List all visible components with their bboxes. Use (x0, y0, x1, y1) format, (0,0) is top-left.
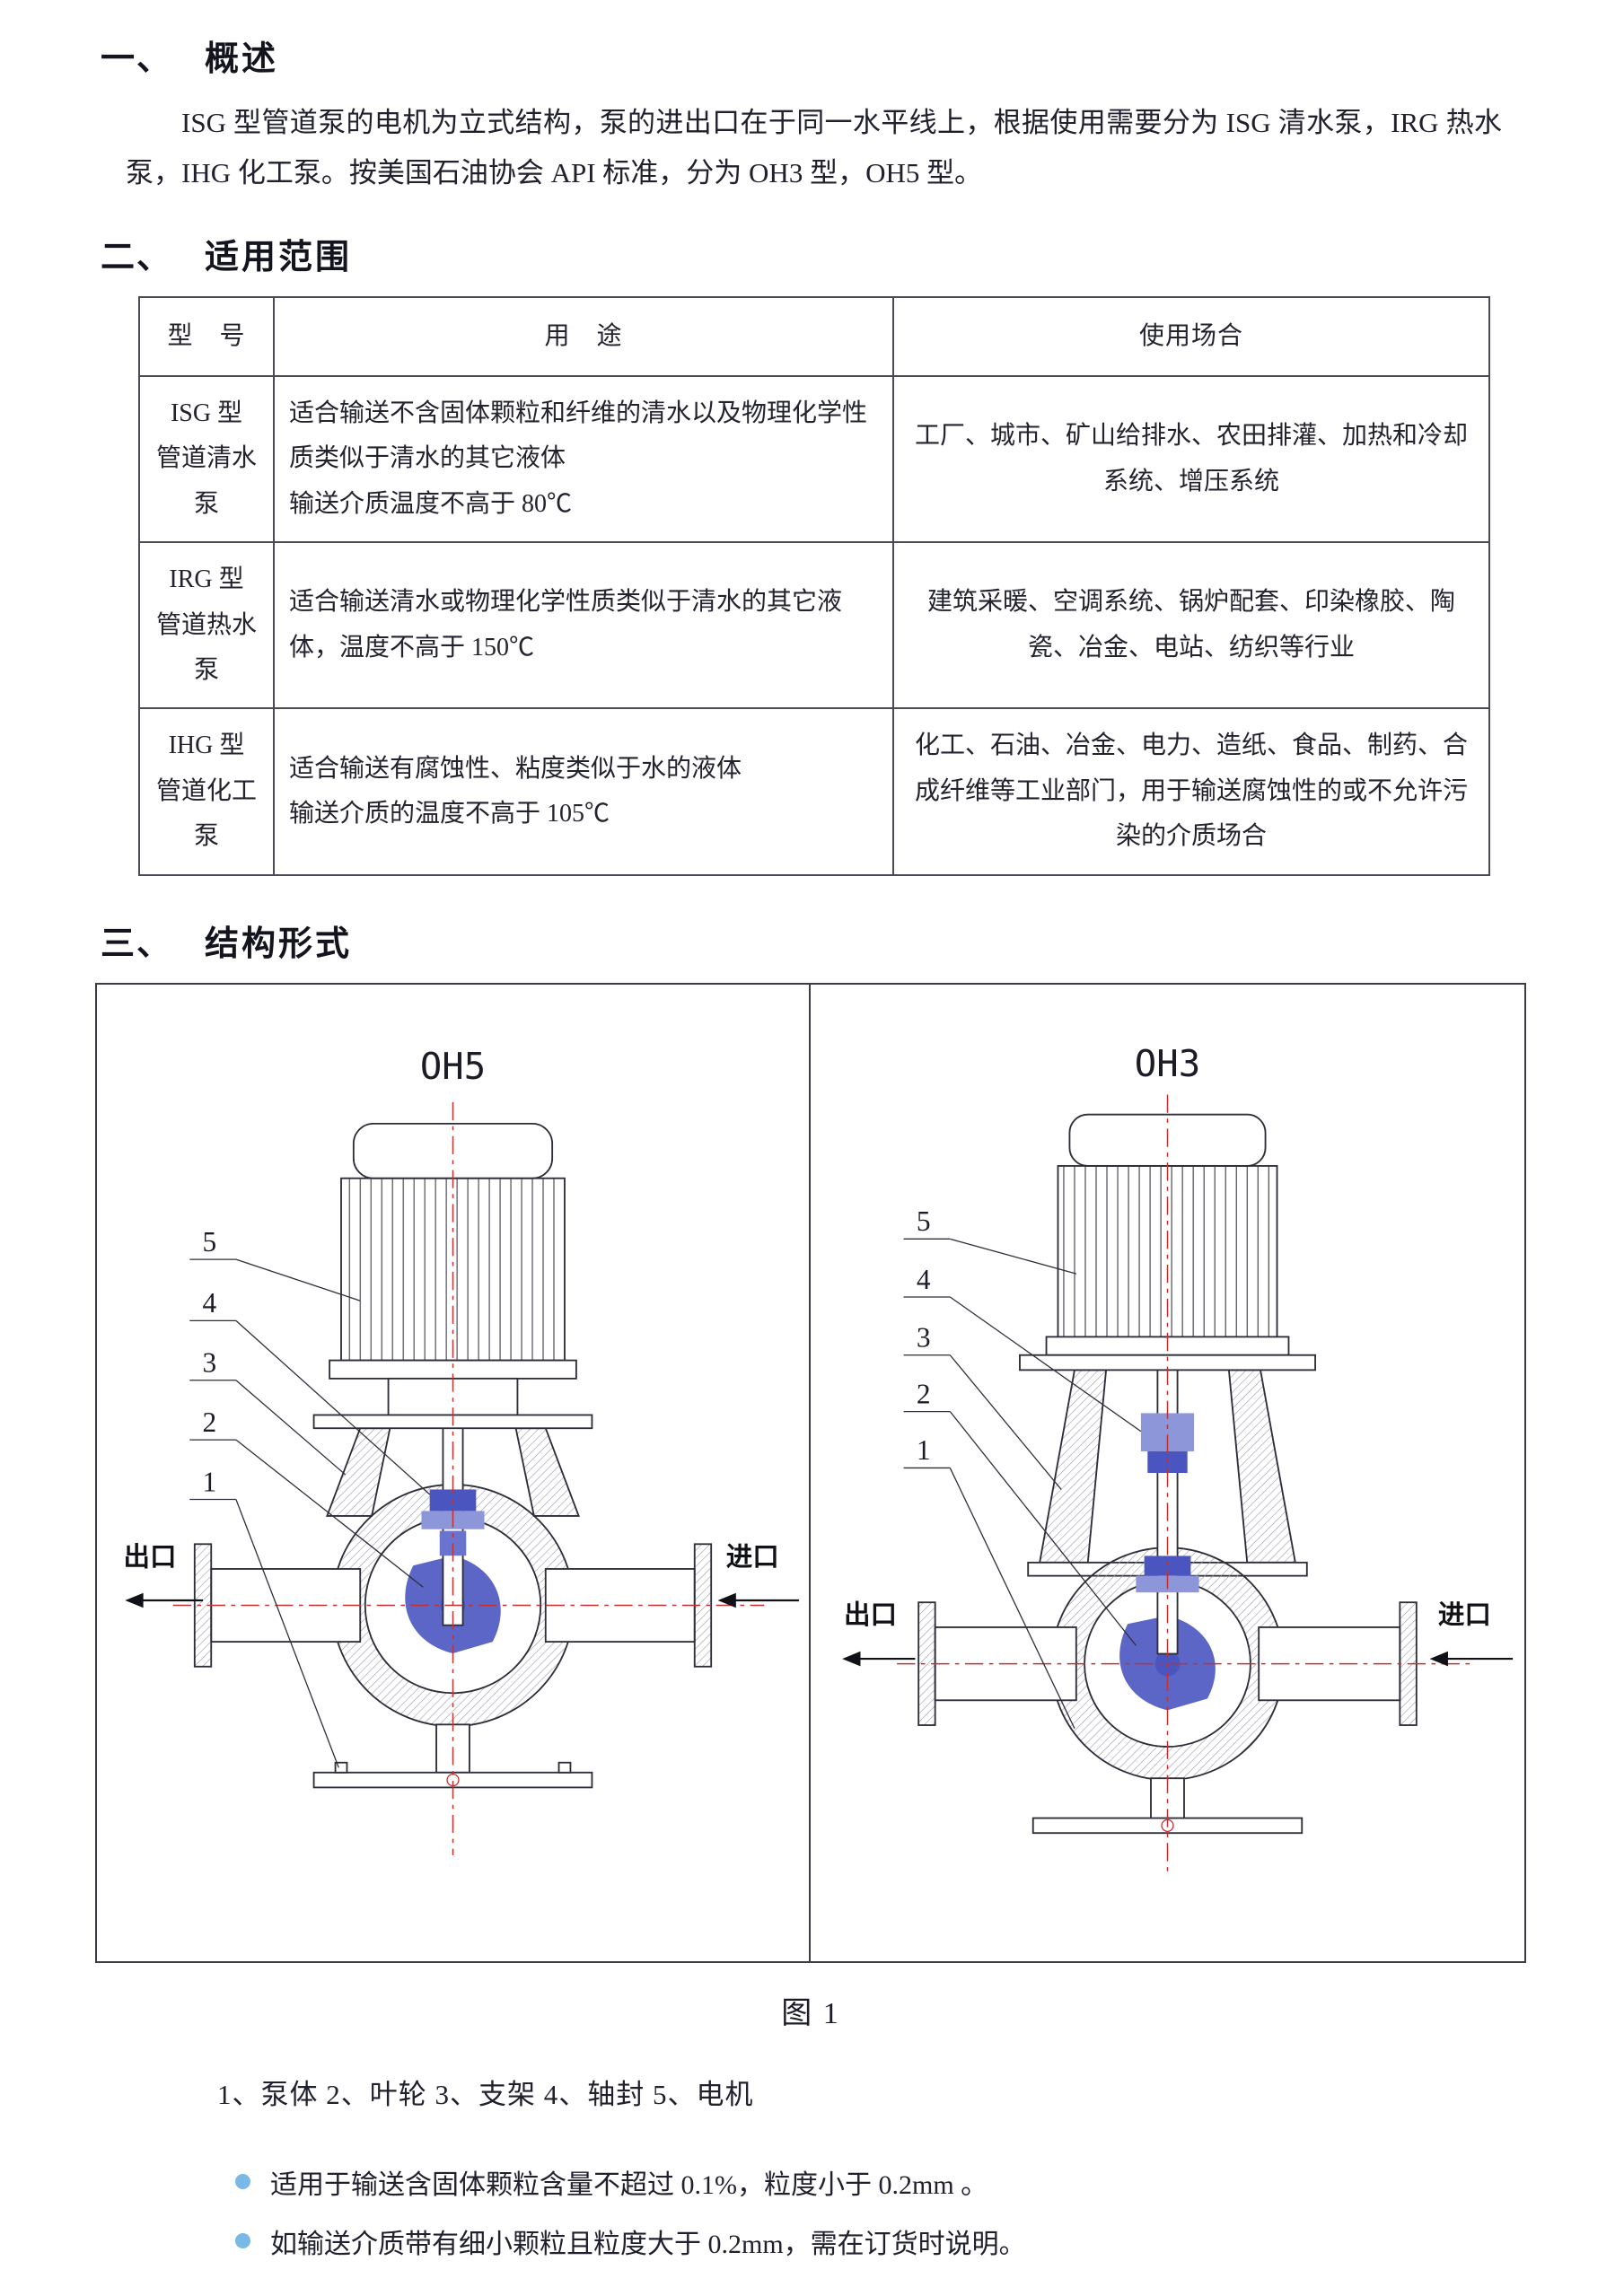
section-3-number: 三、 (101, 925, 173, 963)
col-header-occasion: 使用场合 (892, 295, 1490, 377)
outlet-label: 出口 (844, 1600, 897, 1630)
col-header-usage: 用 途 (273, 295, 894, 377)
callout-4: 4 (203, 1287, 217, 1319)
parts-list: 1、泵体 2、叶轮 3、支架 4、轴封 5、电机 (217, 2078, 754, 2110)
support-bracket (514, 1426, 580, 1517)
outlet-arrow-icon (125, 1592, 204, 1608)
datum-mark (446, 1773, 460, 1786)
bullet-icon (235, 2174, 250, 2189)
figure-panel-oh5: 5 4 3 2 1 OH5 出口 (97, 984, 811, 1961)
section-2-number: 二、 (101, 238, 173, 276)
cell-occasion: 建筑采暖、空调系统、锅炉配套、印染橡胶、陶瓷、冶金、电站、纺织等行业 (892, 541, 1490, 710)
pump-diagram-oh3: 5 4 3 2 1 OH3 出口 (842, 1042, 1514, 1871)
table-row-ihg: IHG 型 管道化工泵 适合输送有腐蚀性、粘度类似于水的液体 输送介质的温度不高… (138, 707, 1490, 876)
cell-usage: 适合输送有腐蚀性、粘度类似于水的液体 输送介质的温度不高于 105℃ (273, 707, 894, 876)
note-item: 适用于输送含固体颗粒含量不超过 0.1%，粒度小于 0.2mm 。 (235, 2162, 1527, 2202)
inlet-label: 进口 (726, 1542, 779, 1572)
callout-3: 3 (203, 1346, 217, 1378)
figure-panel-oh3: 5 4 3 2 1 OH3 出口 (811, 985, 1524, 1961)
callout-3: 3 (917, 1321, 931, 1353)
cell-model: ISG 型 管道清水泵 (138, 374, 275, 544)
support-bracket (1039, 1368, 1108, 1564)
cell-occasion: 化工、石油、冶金、电力、造纸、食品、制药、合成纤维等工业部门，用于输送腐蚀性的或… (892, 707, 1490, 876)
diagram-title-oh5: OH5 (420, 1045, 486, 1088)
leader-lines (903, 1238, 1142, 1729)
centerlines (172, 1101, 765, 1855)
datum-mark (1161, 1818, 1174, 1832)
table-row-irg: IRG 型 管道热水泵 适合输送清水或物理化学性质类似于清水的其它液体，温度不高… (138, 541, 1490, 710)
inlet-label: 进口 (1438, 1600, 1491, 1630)
outlet-label: 出口 (124, 1542, 177, 1572)
callout-1: 1 (203, 1466, 217, 1497)
diagram-title-oh3: OH3 (1135, 1042, 1200, 1085)
section-3-title: 结构形式 (205, 925, 353, 963)
callout-2: 2 (917, 1378, 931, 1409)
table-row-isg: ISG 型 管道清水泵 适合输送不含固体颗粒和纤维的清水以及物理化学性质类似于清… (138, 374, 1490, 544)
cell-usage: 适合输送不含固体颗粒和纤维的清水以及物理化学性质类似于清水的其它液体 输送介质温… (273, 374, 894, 544)
cell-occasion: 工厂、城市、矿山给排水、农田排灌、加热和冷却系统、增压系统 (892, 374, 1490, 544)
section-1-title: 概述 (205, 40, 279, 78)
callout-1: 1 (917, 1434, 931, 1466)
note-text: 适用于输送含固体颗粒含量不超过 0.1%，粒度小于 0.2mm 。 (270, 2169, 988, 2200)
overview-paragraph: ISG 型管道泵的电机为立式结构，泵的进出口在于同一水平线上，根据使用需要分为 … (126, 107, 1502, 188)
shaft-seal (1144, 1555, 1191, 1576)
notes-list: 适用于输送含固体颗粒含量不超过 0.1%，粒度小于 0.2mm 。 如输送介质带… (235, 2162, 1527, 2261)
outlet-arrow-icon (842, 1651, 916, 1666)
pump-diagram-oh5: 5 4 3 2 1 OH5 出口 (124, 1045, 799, 1855)
callout-2: 2 (203, 1406, 217, 1437)
note-item: 如输送介质带有细小颗粒且粒度大于 0.2mm，需在订货时说明。 (235, 2222, 1527, 2261)
section-1-number: 一、 (101, 40, 173, 78)
figure-structure: 5 4 3 2 1 OH5 出口 (95, 982, 1526, 1963)
section-2-title: 适用范围 (205, 238, 353, 276)
inlet-arrow-icon (717, 1592, 799, 1608)
application-table: 型 号 用 途 使用场合 ISG 型 管道清水泵 适合输送不含固体颗粒和纤维的清… (138, 295, 1490, 876)
centerlines (897, 1093, 1471, 1871)
cell-usage: 适合输送清水或物理化学性质类似于清水的其它液体，温度不高于 150℃ (273, 541, 894, 710)
support-bracket (1227, 1368, 1296, 1564)
cell-model: IRG 型 管道热水泵 (138, 541, 275, 710)
bullet-icon (235, 2233, 250, 2248)
inlet-arrow-icon (1429, 1651, 1514, 1666)
figure-caption: 图 1 (781, 1996, 840, 2030)
leader-lines (189, 1258, 431, 1767)
note-text: 如输送介质带有细小颗粒且粒度大于 0.2mm，需在订货时说明。 (270, 2229, 1026, 2259)
section-2-heading: 二、 适用范围 (101, 229, 1527, 278)
callout-4: 4 (917, 1263, 931, 1294)
table-header-row: 型 号 用 途 使用场合 (138, 295, 1490, 377)
support-bracket (326, 1426, 391, 1517)
section-3-heading: 三、 结构形式 (101, 916, 1527, 965)
section-1-heading: 一、 概述 (101, 31, 1527, 80)
col-header-model: 型 号 (138, 295, 275, 377)
cell-model: IHG 型 管道化工泵 (138, 707, 275, 876)
callout-5: 5 (203, 1225, 217, 1257)
callout-5: 5 (917, 1205, 931, 1237)
